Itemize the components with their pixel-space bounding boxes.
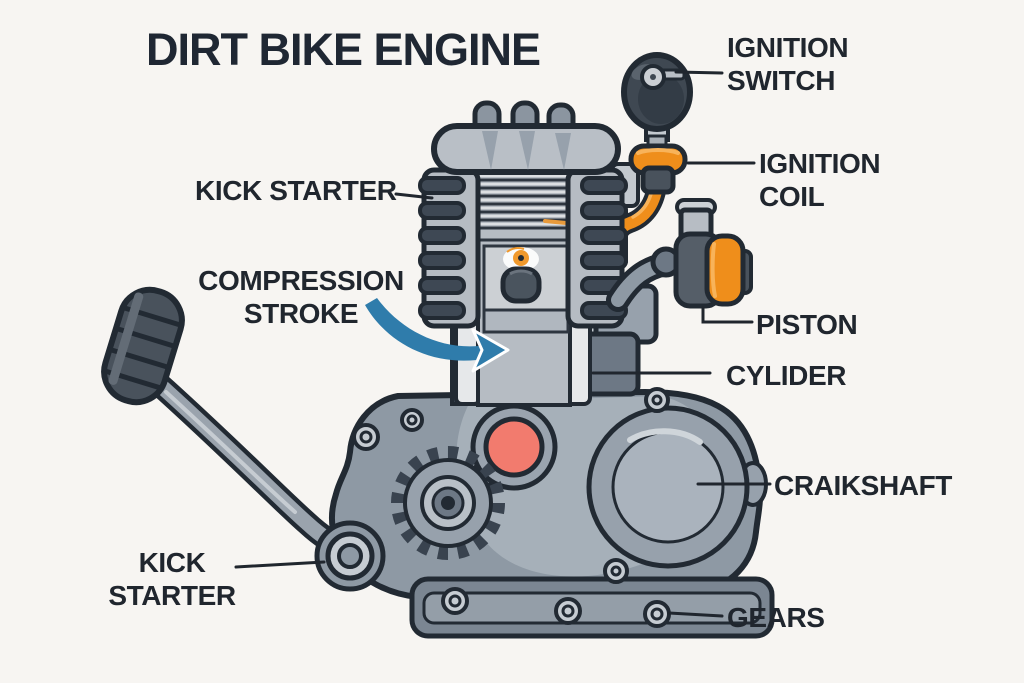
kick-starter-pivot xyxy=(314,520,386,592)
cylinder-block xyxy=(418,100,628,407)
label-kick-starter-top: KICK STARTER xyxy=(195,175,397,206)
cylinder-head xyxy=(431,100,621,175)
crankcase xyxy=(314,314,775,639)
label-ignition-coil-line1: IGNITION xyxy=(759,148,881,179)
ignition-coil-band xyxy=(628,143,688,176)
label-kick-starter-bottom-line1: KICK xyxy=(138,547,206,578)
piston-crown-knob xyxy=(500,266,542,304)
crank-pin xyxy=(483,416,545,478)
gear xyxy=(391,446,505,560)
label-piston: PISTON xyxy=(756,309,858,340)
spark-glow xyxy=(503,247,539,271)
cylinder-fins-left xyxy=(418,167,481,329)
engine-base xyxy=(409,576,775,639)
label-kick-starter-bottom-line2: STARTER xyxy=(108,580,236,611)
label-ignition-switch-line1: IGNITION xyxy=(727,32,849,63)
label-ignition-switch: IGNITION SWITCH xyxy=(727,31,849,97)
compression-arrow xyxy=(365,298,510,373)
piston-component xyxy=(606,198,753,312)
kick-starter-grip xyxy=(101,286,185,406)
label-compression-stroke-line2: STROKE xyxy=(243,298,359,329)
label-compression-stroke-line1: COMPRESSION xyxy=(198,265,404,296)
label-compression-stroke: COMPRESSION STROKE xyxy=(178,264,424,330)
label-ignition-coil-line2: COIL xyxy=(759,181,825,212)
ignition-key xyxy=(621,52,693,132)
label-gears: GEARS xyxy=(727,602,825,633)
cylinder-fins-center xyxy=(478,170,570,242)
leader-piston xyxy=(701,306,754,324)
crankcase-cover xyxy=(586,405,750,569)
leader-kick-starter-top xyxy=(394,192,434,200)
label-kick-starter-bottom: KICK STARTER xyxy=(102,546,242,612)
leader-ignition-switch xyxy=(674,70,724,75)
label-cylinder: CYLIDER xyxy=(726,360,847,391)
label-ignition-switch-line2: SWITCH xyxy=(727,65,836,96)
ignition-switch-assembly xyxy=(621,52,693,195)
case-bolts xyxy=(352,387,671,628)
diagram-title: DIRT BIKE ENGINE xyxy=(146,24,541,75)
label-ignition-coil: IGNITION COIL xyxy=(759,147,881,213)
label-crankshaft: CRAIKSHAFT xyxy=(774,470,952,501)
leader-gears xyxy=(667,611,724,618)
leader-kick-starter-bottom xyxy=(234,560,326,569)
cylinder-fins-right xyxy=(565,167,628,329)
